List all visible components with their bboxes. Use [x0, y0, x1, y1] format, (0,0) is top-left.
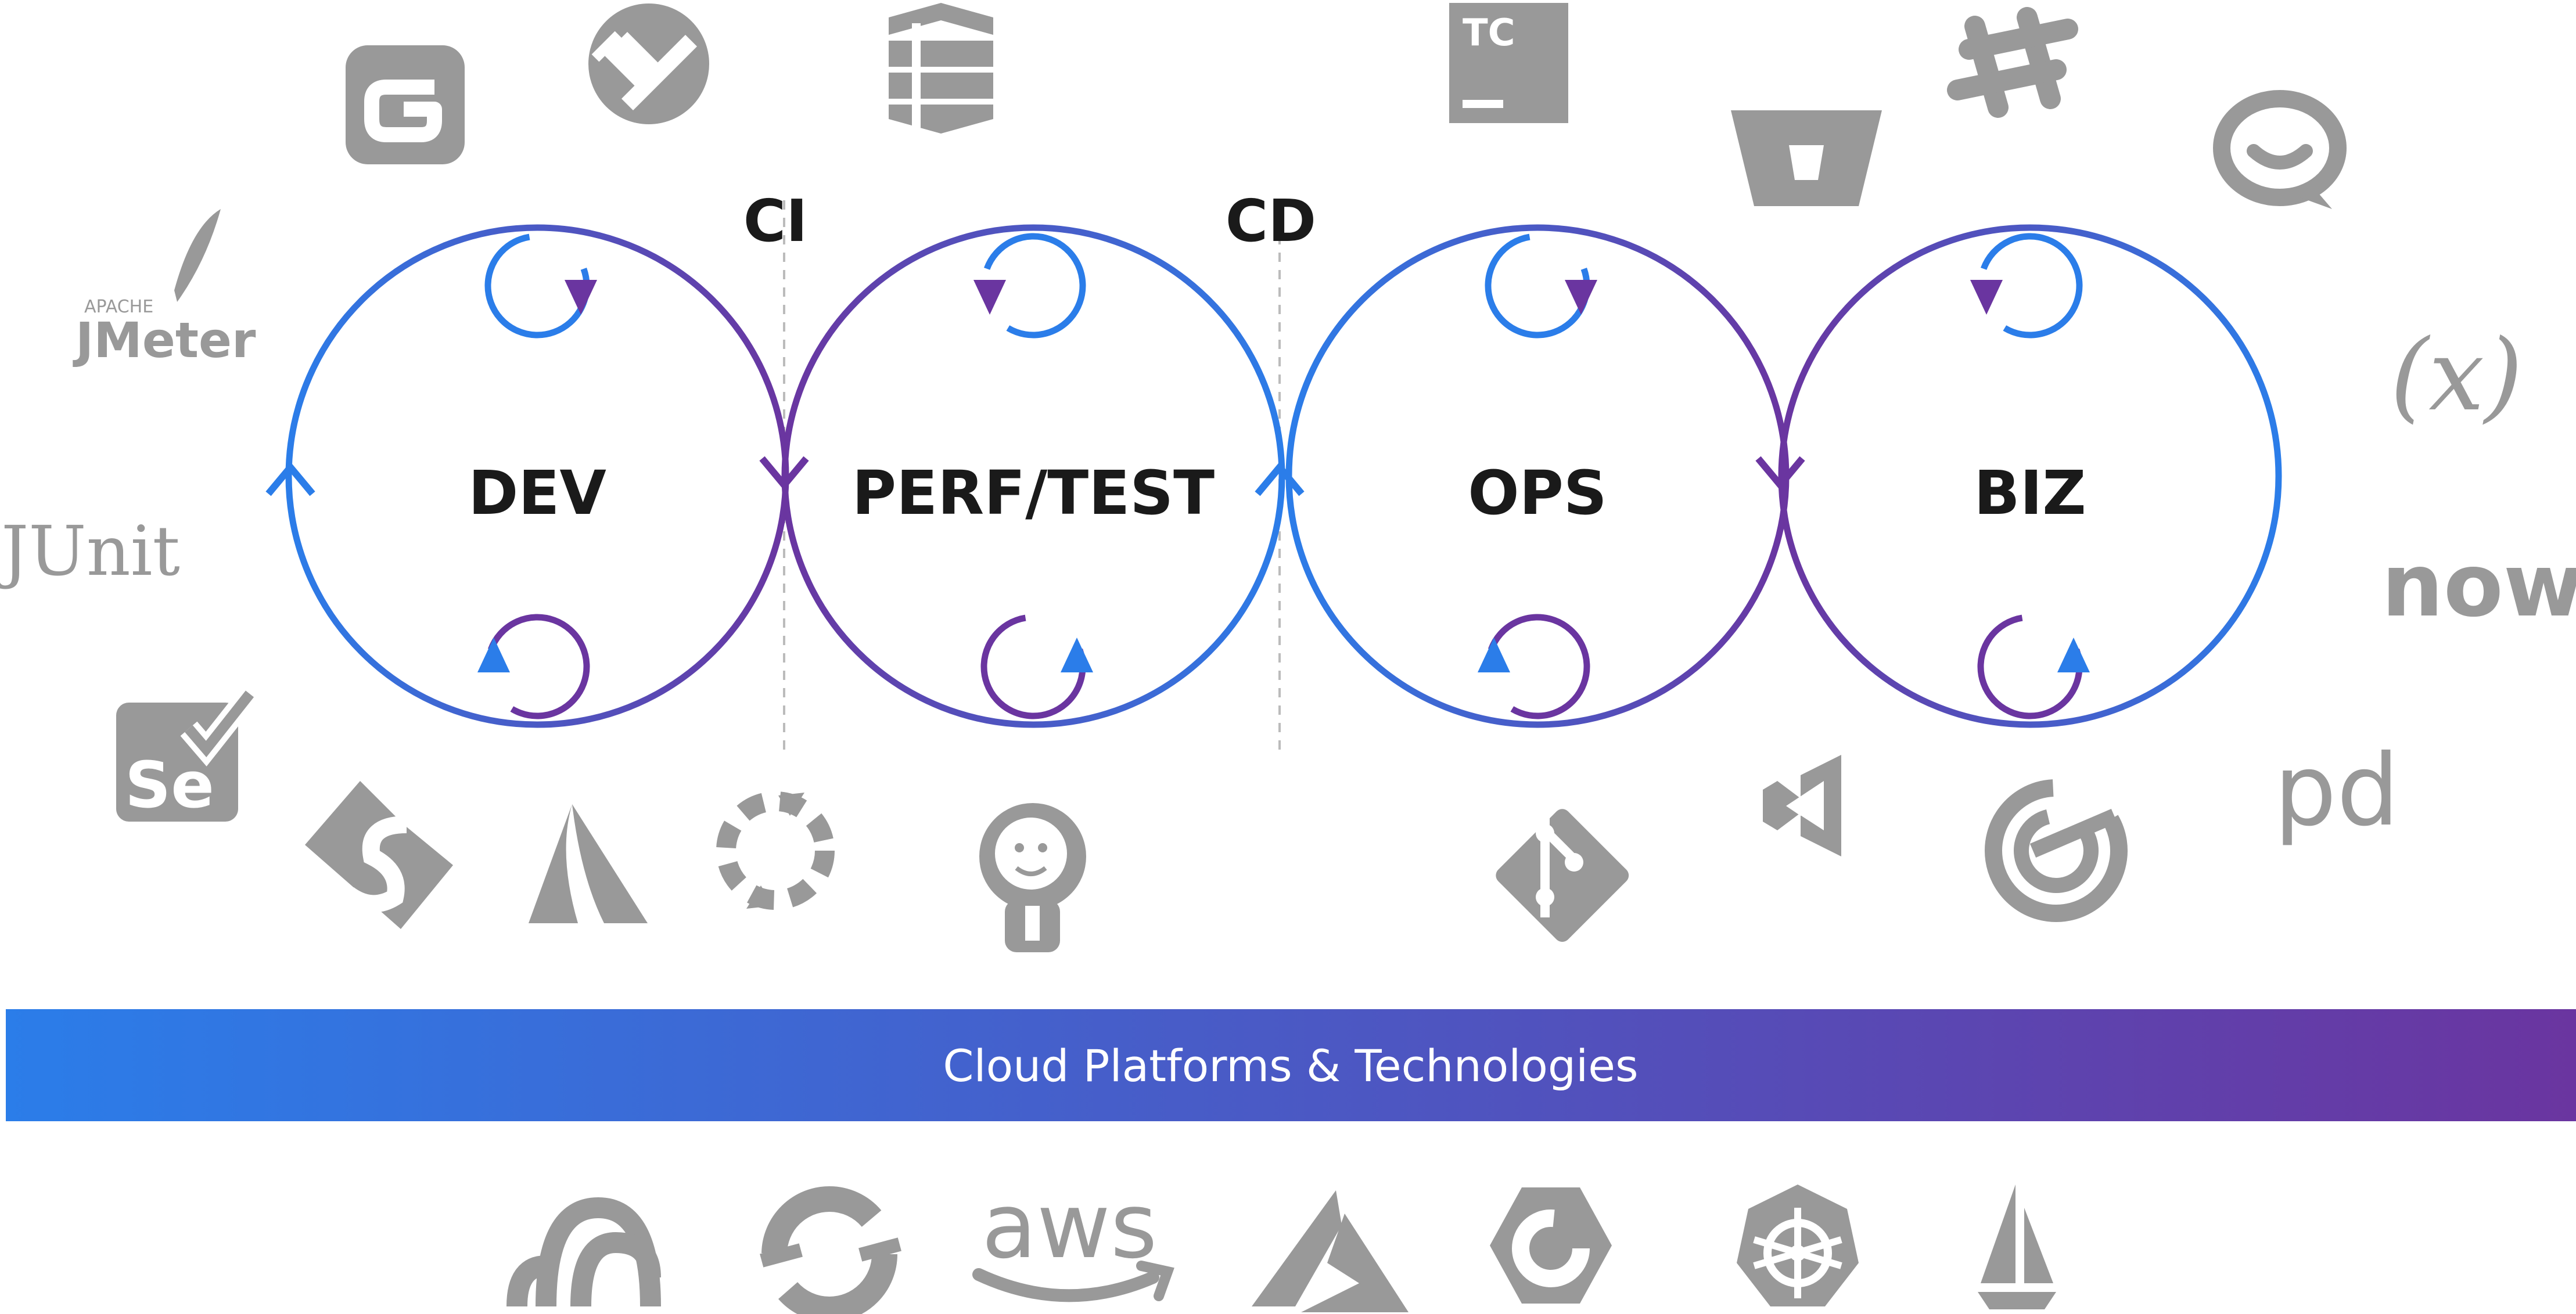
- junit-logo: JUnit: [0, 511, 180, 591]
- teamcity-icon: TC: [1449, 3, 1568, 123]
- stage-rings: [265, 224, 2282, 728]
- cycle-arrow-perf-test-top: [980, 233, 1086, 339]
- git-icon: [1496, 809, 1629, 942]
- slack-icon: [1947, 7, 2078, 118]
- cloud-platforms-banner: Cloud Platforms & Technologies: [6, 1009, 2576, 1121]
- pagerduty-label: pd: [2274, 733, 2399, 848]
- stage-label-ops: OPS: [1468, 458, 1607, 528]
- kubernetes-icon: [1737, 1185, 1859, 1306]
- stage-label-dev: DEV: [468, 458, 606, 528]
- jmeter-top-label: APACHE: [84, 297, 153, 317]
- cycle-arrowhead-biz-top: [1970, 280, 2003, 315]
- chat-bubble-icon: [2213, 90, 2347, 209]
- google-cloud-icon: [1490, 1187, 1612, 1304]
- cloud-foundry-icon: [506, 1197, 661, 1307]
- eloqua-icon: [1985, 779, 2128, 922]
- gatling-icon: [346, 45, 465, 164]
- bitbucket-icon: [1731, 110, 1882, 206]
- gate-label-ci: CI: [743, 187, 808, 255]
- junction-chevron-0: [265, 462, 315, 496]
- junction-chevron-2: [1255, 462, 1305, 496]
- expression-label: (x): [2390, 318, 2523, 433]
- spinnaker-icon: [716, 791, 835, 910]
- cycle-arrowhead-ops-top: [1565, 280, 1597, 315]
- sonar-icon: [305, 781, 453, 929]
- jmeter-main-label: JMeter: [73, 312, 256, 369]
- azure-icon: [1252, 1190, 1409, 1312]
- stage-ring-perf-test: [781, 224, 1285, 728]
- sail-icon: [1978, 1185, 2056, 1309]
- selenium-icon: Se: [116, 687, 258, 822]
- pagerduty-logo: pd: [2274, 733, 2399, 848]
- junit-label: JUnit: [0, 511, 180, 591]
- cycle-arrow-biz-top: [1977, 233, 2083, 339]
- gate-label-cd: CD: [1226, 187, 1316, 255]
- expression-icon: (x): [2390, 318, 2523, 433]
- servicenow-logo: now: [2381, 535, 2576, 636]
- junction-chevron-1: [759, 456, 809, 491]
- cycle-arrowhead-ops-bottom: [1478, 638, 1510, 672]
- atlassian-icon: [529, 804, 648, 923]
- cycle-arrow-dev-top: [484, 233, 590, 339]
- aws-logo: aws: [972, 1173, 1174, 1302]
- stage-ring-biz: [1778, 224, 2282, 728]
- banner-label: Cloud Platforms & Technologies: [943, 1040, 1638, 1092]
- stack-icon: [889, 3, 993, 134]
- junction-chevron-3: [1755, 456, 1805, 491]
- openshift-icon: [760, 1186, 901, 1314]
- cycle-arrowhead-perf-test-bottom: [1061, 638, 1093, 672]
- jmeter-logo: APACHE JMeter: [73, 209, 256, 369]
- selenium-label: Se: [125, 748, 214, 822]
- visual-studio-icon: [1763, 755, 1841, 856]
- servicenow-label: now: [2381, 535, 2576, 636]
- aws-label: aws: [982, 1173, 1158, 1279]
- cycle-arrowhead-biz-bottom: [2057, 638, 2090, 672]
- jenkins-icon: [979, 803, 1086, 952]
- cycle-arrowhead-dev-bottom: [477, 638, 510, 672]
- stage-label-perf-test: PERF/TEST: [852, 458, 1215, 528]
- stage-label-biz: BIZ: [1974, 458, 2086, 528]
- teamcity-label: TC: [1463, 12, 1515, 55]
- xl-release-icon: [588, 3, 709, 124]
- cycle-arrowhead-perf-test-top: [973, 280, 1006, 315]
- cycle-arrowhead-dev-top: [565, 280, 597, 315]
